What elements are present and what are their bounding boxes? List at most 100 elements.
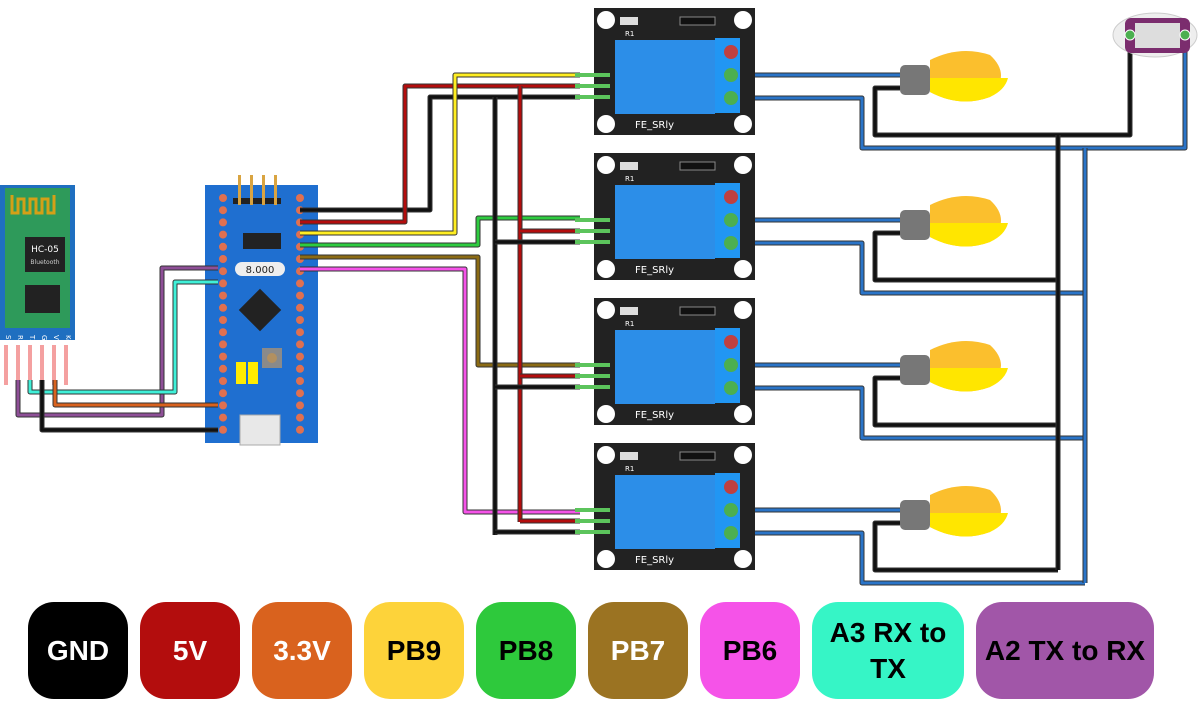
bt-pin-label: RXD — [16, 335, 24, 350]
resistor-label: R1 — [625, 175, 634, 183]
pin — [296, 352, 304, 361]
bt-pin-label: Key — [64, 335, 72, 348]
wire-pb6 — [300, 267, 580, 514]
bt-pin — [28, 345, 32, 385]
pin — [219, 303, 227, 312]
crystal-label: 8.000 — [246, 265, 275, 276]
resistor-label: R1 — [625, 30, 634, 38]
pin — [219, 218, 227, 227]
relay-pin — [575, 229, 610, 233]
legend-item-pb8: PB8 — [476, 602, 576, 699]
relay-pin — [575, 363, 610, 367]
pin — [296, 279, 304, 288]
pin — [219, 230, 227, 239]
light-bulb — [900, 196, 1008, 247]
relay-pin — [575, 508, 610, 512]
module-subtitle: Bluetooth — [30, 259, 59, 266]
wire-a2-tx — [16, 266, 218, 417]
pin — [219, 401, 227, 410]
wire-relay-no — [735, 35, 1187, 150]
pin — [296, 401, 304, 410]
legend-item-gnd: GND — [28, 602, 128, 699]
bt-pin-label: GND — [40, 335, 48, 351]
resistor-label: R1 — [625, 320, 634, 328]
bt-pin-label: VCC — [52, 335, 60, 350]
pin — [296, 364, 304, 373]
pin — [219, 291, 227, 300]
pin — [296, 413, 304, 422]
relay-pin — [575, 73, 610, 77]
legend-item-pb9: PB9 — [364, 602, 464, 699]
pin — [219, 425, 227, 434]
hc05-module: HC-05 Bluetooth State RXD TXD GND VCC Key — [0, 185, 75, 385]
mount-hole — [597, 405, 615, 423]
legend-item-a3-rx-to-tx: A3 RX to TX — [812, 602, 964, 699]
mount-hole — [597, 446, 615, 464]
relay-pin — [575, 374, 610, 378]
wire-relay-no — [735, 531, 1085, 585]
relay-pin — [575, 84, 610, 88]
pin — [219, 194, 227, 202]
relay-coil — [615, 40, 715, 114]
bt-pin-label: State — [4, 335, 12, 354]
pin — [219, 389, 227, 398]
wire-lamp-return — [873, 376, 1058, 427]
stm32-board: 8.000 — [205, 175, 318, 446]
resistor-label: R1 — [625, 465, 634, 473]
relay-pin — [575, 530, 610, 534]
pin — [296, 291, 304, 300]
bt-pin — [4, 345, 8, 385]
bt-pin — [52, 345, 56, 385]
mount-hole — [597, 550, 615, 568]
pin — [219, 267, 227, 276]
wire-lamp-return — [873, 231, 1058, 282]
pin — [219, 242, 227, 251]
wire-5v — [300, 84, 580, 224]
module-name: HC-05 — [31, 245, 59, 255]
legend-item-5v: 5V — [140, 602, 240, 699]
mount-hole — [597, 301, 615, 319]
mount-hole — [734, 405, 752, 423]
wire-pb8 — [300, 216, 580, 247]
wire-lamp-return — [873, 35, 1132, 137]
pin — [219, 279, 227, 288]
relay-label: FE_SRly — [635, 120, 674, 131]
mount-hole — [597, 260, 615, 278]
bt-pin — [16, 345, 20, 385]
light-bulb — [900, 486, 1008, 537]
pin — [219, 340, 227, 349]
pin — [219, 364, 227, 373]
mount-hole — [734, 11, 752, 29]
legend-item-pb6: PB6 — [700, 602, 800, 699]
mount-hole — [734, 301, 752, 319]
mount-hole — [597, 156, 615, 174]
wire-gnd — [40, 380, 218, 432]
wire-a3-rx — [28, 280, 218, 394]
legend-item-pb7: PB7 — [588, 602, 688, 699]
pin — [219, 413, 227, 422]
pin — [296, 194, 304, 202]
legend-item-a2-tx-to-rx: A2 TX to RX — [976, 602, 1154, 699]
wire-gnd — [300, 95, 580, 212]
pin — [296, 303, 304, 312]
mount-hole — [597, 11, 615, 29]
mount-hole — [734, 550, 752, 568]
mount-hole — [734, 156, 752, 174]
mount-hole — [597, 115, 615, 133]
pin — [296, 328, 304, 337]
wire-relay-no — [735, 241, 1085, 295]
relay-coil — [615, 330, 715, 404]
mount-hole — [734, 260, 752, 278]
bt-pin-label: TXD — [28, 334, 36, 349]
pin — [219, 377, 227, 385]
pin — [296, 377, 304, 385]
wire-3v3 — [53, 380, 218, 407]
pin — [296, 389, 304, 398]
relay-pin — [575, 95, 610, 99]
pin — [296, 425, 304, 434]
light-bulb — [900, 341, 1008, 392]
